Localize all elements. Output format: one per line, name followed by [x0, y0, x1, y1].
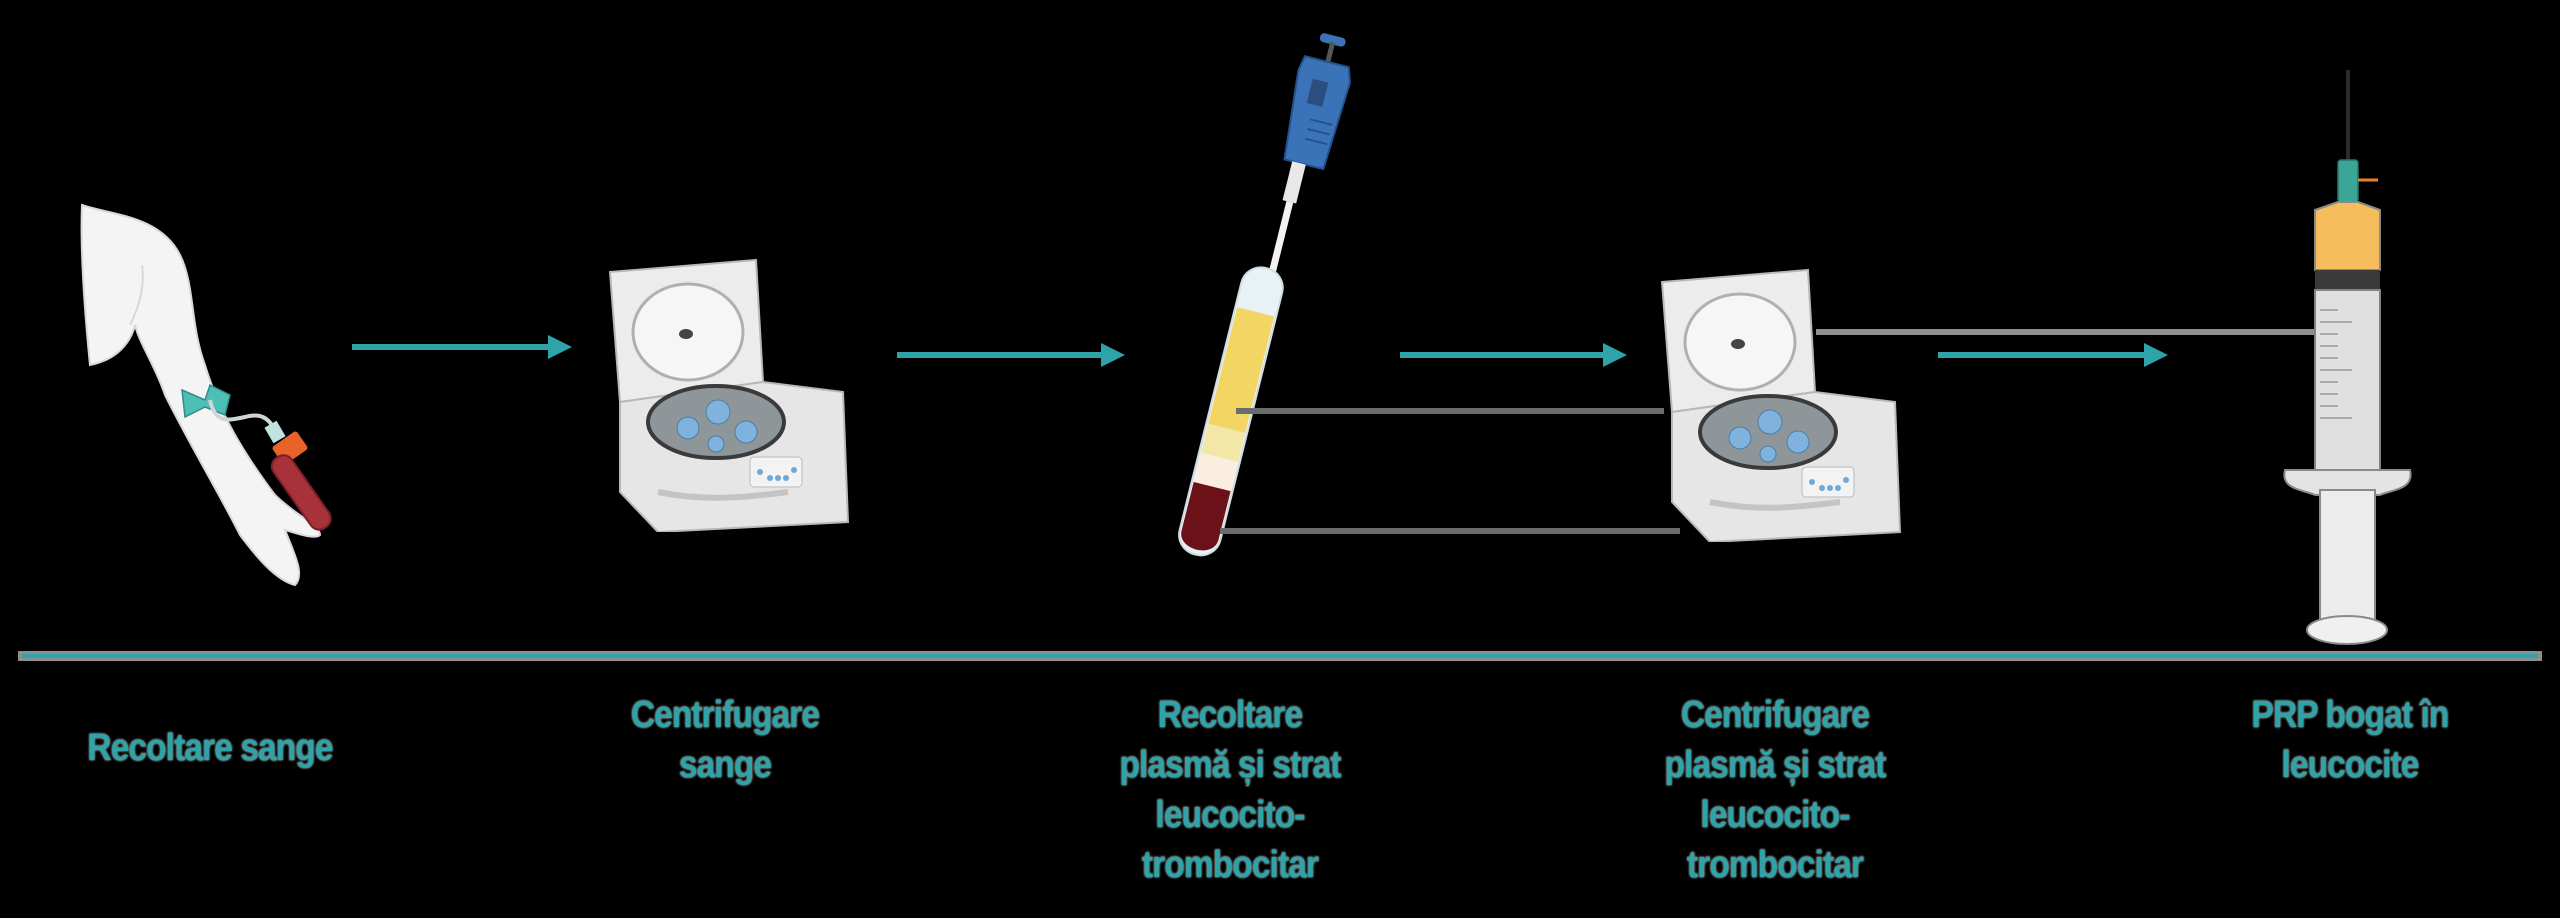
step-label-line: leucocite	[2281, 744, 2419, 786]
step-label-line: trombocitar	[1686, 844, 1864, 886]
step-label-1: Recoltare sange	[60, 723, 359, 773]
connector-line-upper	[1236, 408, 1664, 414]
step-label-line: leucocito-	[1700, 794, 1850, 836]
step-label-5: PRP bogat în leucocite	[2209, 690, 2491, 790]
step-label-line: Centrifugare	[630, 694, 820, 736]
centrifuge-icon	[598, 252, 854, 534]
step-label-3: Recoltare plasmă și strat leucocito- tro…	[1080, 690, 1379, 890]
step-label-2: Centrifugare sange	[580, 690, 870, 790]
step-label-line: plasmă și strat	[1119, 744, 1341, 786]
arrow-step3-to-step4	[1400, 343, 1627, 367]
pipette-tube-icon	[1150, 20, 1390, 580]
step-label-line: PRP bogat în	[2251, 694, 2450, 736]
step-label-line: Recoltare sange	[87, 727, 333, 769]
syringe-icon	[2280, 70, 2420, 650]
step-label-line: leucocito-	[1155, 794, 1305, 836]
arrow-step1-to-step2	[352, 335, 572, 359]
arm-blood-draw-icon	[70, 195, 370, 595]
step-label-line: Recoltare	[1157, 694, 1303, 736]
step-label-line: plasmă și strat	[1664, 744, 1886, 786]
connector-line-lower	[1220, 528, 1680, 534]
timeline-baseline	[18, 651, 2542, 661]
centrifuge-icon	[1650, 262, 1906, 544]
step-label-line: trombocitar	[1141, 844, 1319, 886]
step-label-line: sange	[678, 744, 772, 786]
step-label-4: Centrifugare plasmă și strat leucocito- …	[1625, 690, 1924, 890]
arrow-step2-to-step3	[897, 343, 1125, 367]
step-label-line: Centrifugare	[1680, 694, 1870, 736]
connector-line-to-syringe	[1816, 329, 2314, 335]
arrow-step4-to-step5	[1938, 343, 2168, 367]
